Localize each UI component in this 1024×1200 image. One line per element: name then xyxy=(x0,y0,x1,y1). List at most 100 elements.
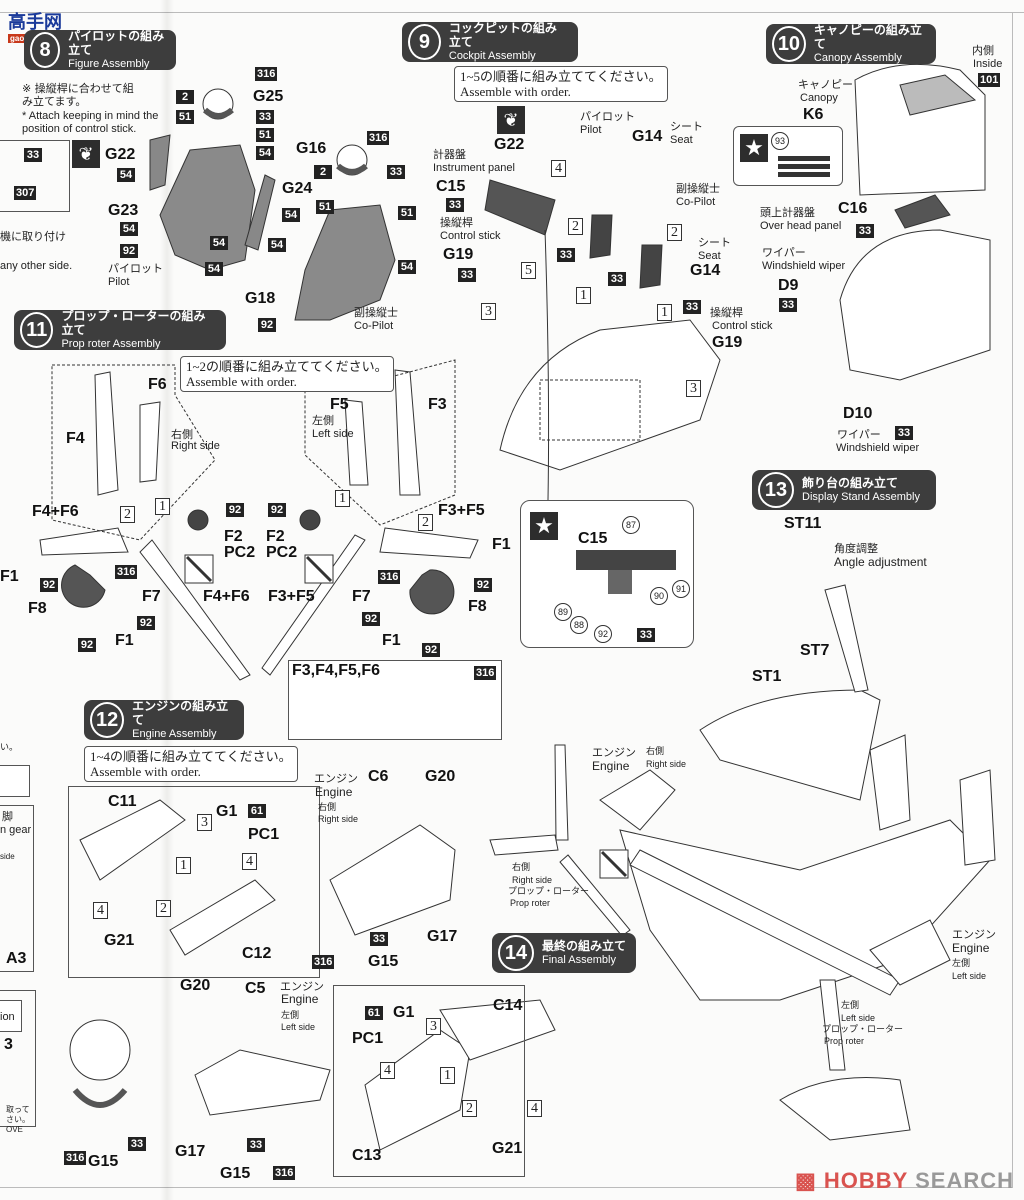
part-g17: G17 xyxy=(427,928,458,945)
part-g15: G15 xyxy=(368,953,399,970)
paint-54: 54 xyxy=(205,262,223,276)
step-number: 14 xyxy=(498,935,534,971)
part-g15: G15 xyxy=(88,1153,119,1170)
step-13-header: 13 飾り台の組み立て Display Stand Assembly xyxy=(752,470,936,510)
part-c13: C13 xyxy=(352,1147,382,1164)
part-c15: C15 xyxy=(436,178,466,195)
part-g1: G1 xyxy=(393,1004,415,1021)
paint-316: 316 xyxy=(367,131,390,145)
paint-92: 92 xyxy=(226,503,244,517)
step-title-jp: パイロットの組み立て xyxy=(68,29,165,57)
spinner-f8-left xyxy=(409,569,455,615)
order-2: 2 xyxy=(568,218,583,235)
engine-label-en: Engine xyxy=(281,992,319,1006)
step-12-header: 12 エンジンの組み立て Engine Assembly xyxy=(84,699,244,740)
order-note-1-5: 1~5の順番に組み立ててください。 Assemble with order. xyxy=(454,66,668,102)
wiper-label-jp: ワイパー xyxy=(762,246,806,259)
paint-51: 51 xyxy=(176,110,194,124)
part-f7: F7 xyxy=(142,588,161,605)
part-d9: D9 xyxy=(778,277,799,294)
order-note-jp: 1~5の順番に組み立ててください。 xyxy=(460,69,662,84)
engine-left-assembled xyxy=(194,1049,331,1116)
order-2: 2 xyxy=(418,514,433,531)
part-pc1: PC1 xyxy=(352,1030,384,1047)
right-side-label-jp: 右側 xyxy=(646,747,665,757)
control-stick-label-en: Control stick xyxy=(440,230,501,242)
seat-g14-b xyxy=(639,244,663,289)
paint-54: 54 xyxy=(398,260,416,274)
part-f2: F2 xyxy=(224,528,243,545)
paint-54: 54 xyxy=(256,146,274,160)
paint-61: 61 xyxy=(365,1006,383,1020)
paint-307: 307 xyxy=(14,186,37,200)
part-f7: F7 xyxy=(352,588,371,605)
decal-92: 92 xyxy=(594,625,612,643)
osprey-wing xyxy=(629,849,901,996)
engine-label-en: Engine xyxy=(952,941,990,955)
blade-paint-inset xyxy=(288,660,502,740)
fragment-text: 脚 xyxy=(2,810,13,823)
wiper-label-en: Windshield wiper xyxy=(762,260,846,272)
paint-brush-icon: ❦ xyxy=(497,106,525,134)
order-note-1-2: 1~2の順番に組み立ててください。 Assemble with order. xyxy=(180,356,394,392)
right-side-label-jp: 右側 xyxy=(512,863,531,873)
part-g18: G18 xyxy=(245,290,276,307)
part-c14: C14 xyxy=(493,997,523,1014)
order-3: 3 xyxy=(686,380,701,397)
step-number: 12 xyxy=(90,702,125,738)
step-title-jp: コックピットの組み立て xyxy=(448,21,557,49)
part-f3: F3 xyxy=(428,396,447,413)
engine-left-breakdown-panel xyxy=(333,985,525,1177)
paint-54: 54 xyxy=(282,208,300,222)
order-note-jp: 1~4の順番に組み立ててください。 xyxy=(90,749,292,764)
step-title-jp: エンジンの組み立て xyxy=(132,699,229,727)
left-side-label-jp: 左側 xyxy=(312,414,334,427)
decal-89: 89 xyxy=(554,603,572,621)
paint-54: 54 xyxy=(210,236,228,250)
watermark-logo: 高手网 xyxy=(8,12,62,33)
engine-half-c13 xyxy=(364,1029,471,1151)
part-g25: G25 xyxy=(253,88,284,105)
right-side-label-jp: 右側 xyxy=(171,428,193,441)
left-fragment-box-3 xyxy=(0,805,34,972)
part-g19: G19 xyxy=(443,246,474,263)
paint-33: 33 xyxy=(683,300,701,314)
paint-33: 33 xyxy=(387,165,405,179)
copilot-body xyxy=(294,204,396,321)
order-2: 2 xyxy=(462,1100,477,1117)
part-pc1: PC1 xyxy=(248,826,280,843)
overhead-panel-label-en: Over head panel xyxy=(760,220,842,232)
part-g23: G23 xyxy=(108,202,139,219)
part-f1: F1 xyxy=(492,536,511,553)
seat-label-en: Seat xyxy=(670,134,693,146)
prop-rotor-label-en: Prop roter xyxy=(510,898,551,908)
part-st1: ST1 xyxy=(752,668,782,685)
right-side-label-en: Right side xyxy=(171,440,220,452)
paint-92: 92 xyxy=(40,578,58,592)
part-g20: G20 xyxy=(180,977,211,994)
part-f8: F8 xyxy=(468,598,487,615)
step-title-en: Cockpit Assembly xyxy=(448,50,536,62)
part-k6: K6 xyxy=(803,106,824,123)
control-stick-label-en: Control stick xyxy=(712,320,773,332)
step-title-en: Prop roter Assembly xyxy=(61,338,161,350)
paint-54: 54 xyxy=(268,238,286,252)
part-f3-f5: F3+F5 xyxy=(268,588,315,605)
engine-label-jp: エンジン xyxy=(592,746,636,759)
part-pc2: PC2 xyxy=(224,544,256,561)
decal-detail-c15-panel xyxy=(520,500,694,648)
paint-54: 54 xyxy=(120,222,138,236)
part-g19: G19 xyxy=(712,334,743,351)
engine-label-jp: エンジン xyxy=(280,980,324,993)
engine-half-c14 xyxy=(439,999,556,1061)
pilot-body xyxy=(159,144,256,271)
right-side-label-en: Right side xyxy=(646,759,687,769)
paint-316: 316 xyxy=(115,565,138,579)
fragment-text: 3 xyxy=(4,1036,13,1053)
engine-label-jp: エンジン xyxy=(314,772,358,785)
paint-316: 316 xyxy=(378,570,401,584)
step-title-jp: プロップ・ローターの組み立て xyxy=(61,309,206,337)
paint-92: 92 xyxy=(362,612,380,626)
decal-91: 91 xyxy=(672,580,690,598)
engine-left-final xyxy=(869,919,951,986)
